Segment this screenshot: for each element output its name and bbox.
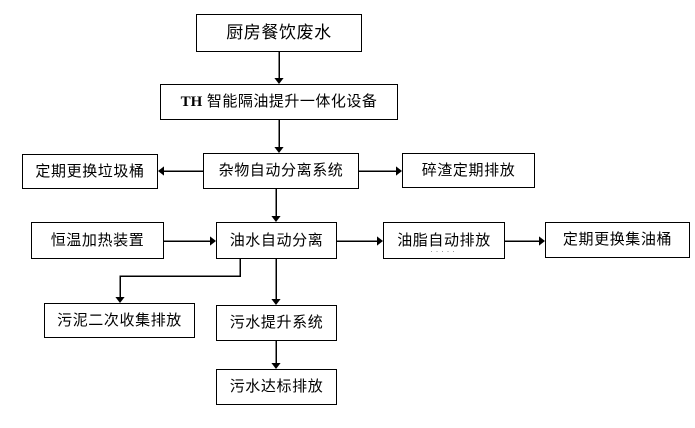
flow-node: 碎渣定期排放 bbox=[402, 153, 535, 188]
arrow-head bbox=[271, 216, 281, 222]
flow-node: TH 智能隔油提升一体化设备 bbox=[160, 84, 398, 120]
arrow-head bbox=[271, 363, 281, 369]
arrow-head bbox=[271, 299, 281, 305]
flow-edge bbox=[115, 259, 241, 303]
flow-node: 定期更换集油桶 bbox=[545, 222, 690, 258]
flow-node-label: TH 智能隔油提升一体化设备 bbox=[180, 92, 378, 111]
flow-node: 杂物自动分离系统 bbox=[203, 153, 359, 189]
flow-node-label: 杂物自动分离系统 bbox=[218, 162, 344, 180]
flow-node-label: 污水达标排放 bbox=[229, 378, 324, 396]
flow-edge bbox=[505, 236, 545, 246]
flow-node: 定期更换垃圾桶 bbox=[22, 154, 158, 189]
flow-node: 污水提升系统 bbox=[216, 305, 337, 341]
flow-node: 油水自动分离 bbox=[216, 222, 337, 259]
flow-edge bbox=[359, 166, 402, 176]
flow-node-label: 定期更换集油桶 bbox=[562, 231, 673, 249]
arrow-head bbox=[377, 236, 383, 246]
flow-node: 污泥二次收集排放 bbox=[44, 303, 195, 338]
flow-node: 油脂自动排放..... bbox=[383, 222, 505, 259]
flow-node-label: 油水自动分离 bbox=[229, 231, 324, 249]
flow-node-label: 油脂自动排放 bbox=[397, 231, 491, 249]
arrow-head bbox=[274, 147, 284, 153]
flow-node-label: 厨房餐饮废水 bbox=[226, 23, 332, 43]
flow-node-label-lead: TH bbox=[180, 93, 203, 110]
arrow-head bbox=[396, 166, 402, 176]
flow-node: 恒温加热装置 bbox=[31, 222, 164, 259]
arrow-head bbox=[210, 236, 216, 246]
flow-node: 厨房餐饮废水 bbox=[196, 14, 362, 52]
flow-edge bbox=[274, 120, 284, 153]
flow-edge bbox=[271, 259, 281, 305]
flow-edge bbox=[337, 236, 383, 246]
arrow-head bbox=[158, 166, 164, 176]
flow-edge bbox=[271, 341, 281, 369]
flow-node-label-rest: 智能隔油提升一体化设备 bbox=[202, 92, 378, 110]
flow-node-label: 恒温加热装置 bbox=[50, 231, 145, 249]
flow-edge bbox=[158, 166, 203, 176]
flow-edge bbox=[274, 52, 284, 84]
flow-node-label: 碎渣定期排放 bbox=[421, 161, 516, 179]
dotted-underline-marks: ..... bbox=[430, 244, 458, 254]
arrow-head bbox=[274, 78, 284, 84]
flow-node-label: 污泥二次收集排放 bbox=[57, 311, 182, 329]
flow-edge bbox=[271, 189, 281, 222]
flow-node-label: 污水提升系统 bbox=[229, 314, 324, 332]
flow-node: 污水达标排放 bbox=[216, 369, 337, 405]
flow-edge bbox=[164, 236, 216, 246]
arrow-head bbox=[539, 236, 545, 246]
flow-node-label: 定期更换垃圾桶 bbox=[35, 162, 145, 180]
connector-line bbox=[119, 259, 241, 298]
arrow-head bbox=[115, 297, 125, 303]
